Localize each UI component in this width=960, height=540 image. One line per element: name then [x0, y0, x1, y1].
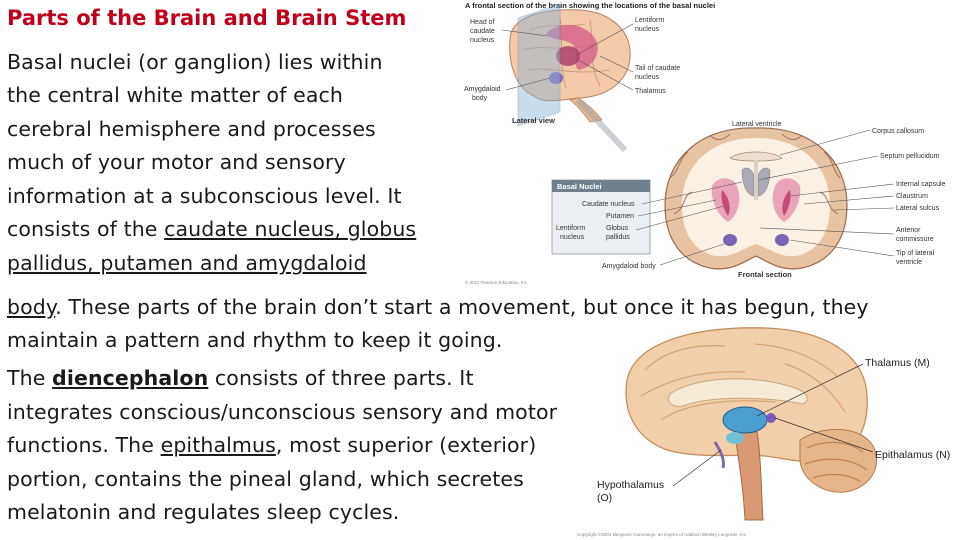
- label-head-caudate-3: nucleus: [470, 37, 495, 44]
- text-line-6: consists of the caudate nucleus, globus: [7, 213, 416, 247]
- frontal-section-brain: [664, 127, 848, 270]
- label-anterior-commissure-1: Anterior: [896, 227, 921, 234]
- label-claustrum: Claustrum: [896, 193, 928, 200]
- label-lateral-ventricle: Lateral ventricle: [732, 121, 782, 128]
- label-anterior-commissure-2: commissure: [896, 236, 934, 243]
- text-line-10-post: consists of three parts. It: [208, 366, 474, 390]
- term-body: body: [7, 295, 56, 319]
- label-hypothalamus-1: Hypothalamus: [597, 479, 664, 491]
- fig1-copyright: © 2011 Pearson Education, Inc.: [465, 279, 528, 285]
- label-lateral-sulcus: Lateral sulcus: [896, 205, 940, 212]
- key-lentiform-2: nucleus: [560, 234, 585, 241]
- label-corpus-callosum: Corpus callosum: [872, 128, 924, 135]
- term-diencephalon: diencephalon: [52, 366, 209, 390]
- section-arrow: [575, 97, 628, 153]
- term-epithalmus: epithalmus: [160, 433, 276, 457]
- text-line-3: cerebral hemisphere and processes: [7, 117, 376, 141]
- text-line-8-post: . These parts of the brain don’t start a…: [55, 295, 869, 319]
- key-title: Basal Nuclei: [557, 182, 602, 191]
- label-tip-lateral-ventricle-2: ventricle: [896, 259, 922, 266]
- fig2-copyright: Copyright ©2001 Benjamin Cummings, an im…: [577, 531, 747, 537]
- text-line-9: maintain a pattern and rhythm to keep it…: [7, 328, 503, 352]
- label-septum-pellucidum: Septum pellucidum: [880, 153, 940, 160]
- slide-title: Parts of the Brain and Brain Stem: [7, 6, 407, 30]
- label-tail-caudate-2: nucleus: [635, 74, 660, 81]
- label-thalamus-m: Thalamus (M): [865, 357, 930, 369]
- text-line-7: pallidus, putamen and amygdaloid: [7, 247, 367, 281]
- label-amygdaloid-1: Amygdaloid: [464, 86, 501, 93]
- label-lentiform-1: Lentiform: [635, 17, 664, 24]
- label-epithalamus-n: Epithalamus (N): [875, 449, 950, 461]
- term-pallidus-putamen-amygdaloid: pallidus, putamen and amygdaloid: [7, 251, 367, 275]
- fig1-caption: A frontal section of the brain showing t…: [465, 1, 715, 10]
- key-globus-1: Globus: [606, 225, 629, 232]
- label-amygdaloid-body: Amygdaloid body: [602, 263, 656, 270]
- label-lentiform-2: nucleus: [635, 26, 660, 33]
- diencephalon-figure: Thalamus (M) Epithalamus (N) Hypothalamu…: [577, 327, 950, 537]
- key-putamen: Putamen: [606, 213, 634, 220]
- label-tip-lateral-ventricle-1: Tip of lateral: [896, 250, 935, 257]
- key-caudate: Caudate nucleus: [582, 201, 635, 208]
- label-head-caudate-2: caudate: [470, 28, 495, 35]
- basal-nuclei-key: [551, 179, 651, 255]
- text-line-10: The diencephalon consists of three parts…: [7, 362, 474, 396]
- text-line-13: portion, contains the pineal gland, whic…: [7, 467, 524, 491]
- key-lentiform-1: Lentiform: [556, 225, 585, 232]
- term-caudate-globus: caudate nucleus, globus: [164, 217, 417, 241]
- text-line-6-pre: consists of the: [7, 217, 165, 241]
- text-line-2: the central white matter of each: [7, 83, 343, 107]
- text-line-14: melatonin and regulates sleep cycles.: [7, 500, 400, 524]
- key-globus-2: pallidus: [606, 234, 630, 241]
- text-line-1: Basal nuclei (or ganglion) lies within: [7, 50, 383, 74]
- text-line-12-pre: functions. The: [7, 433, 161, 457]
- label-frontal-section: Frontal section: [738, 270, 792, 279]
- text-line-10-pre: The: [7, 366, 53, 390]
- label-head-caudate-1: Head of: [470, 19, 495, 26]
- label-tail-caudate-1: Tail of caudate: [635, 65, 680, 72]
- label-hypothalamus-2: (O): [597, 492, 612, 504]
- label-internal-capsule: Internal capsule: [896, 181, 946, 188]
- text-line-12: functions. The epithalmus, most superior…: [7, 429, 536, 463]
- basal-nuclei-figure: A frontal section of the brain showing t…: [464, 1, 946, 285]
- sagittal-brain: [625, 327, 877, 521]
- label-lateral-view: Lateral view: [512, 116, 555, 125]
- label-thalamus: Thalamus: [635, 88, 666, 95]
- text-line-12-post: , most superior (exterior): [275, 433, 537, 457]
- text-line-5: information at a subconscious level. It: [7, 184, 402, 208]
- lateral-view-brain: [509, 3, 631, 127]
- text-line-11: integrates conscious/unconscious sensory…: [7, 400, 558, 424]
- label-amygdaloid-2: body: [472, 95, 488, 102]
- text-line-4: much of your motor and sensory: [7, 150, 346, 174]
- text-line-8: body. These parts of the brain don’t sta…: [7, 291, 869, 325]
